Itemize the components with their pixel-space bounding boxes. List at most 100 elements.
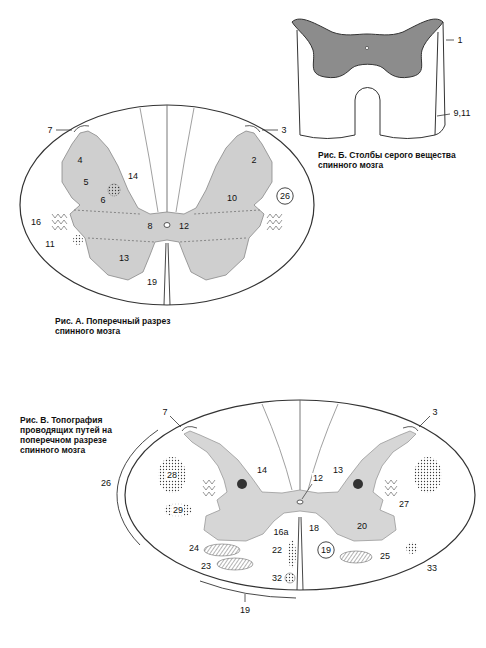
tract-hatch bbox=[340, 551, 372, 563]
leader-line bbox=[245, 594, 246, 602]
grey-matter-fill bbox=[300, 431, 416, 541]
dorsolateral-tract bbox=[245, 126, 260, 132]
callout-number: 25 bbox=[379, 551, 391, 561]
nucleus-dots bbox=[73, 235, 83, 245]
callout-number: 12 bbox=[178, 221, 190, 231]
tract-stipple bbox=[406, 542, 418, 554]
grey-matter-fill bbox=[167, 131, 272, 280]
thoracic-nucleus bbox=[108, 184, 120, 196]
leader-line bbox=[56, 130, 72, 131]
callout-number: 13 bbox=[332, 465, 344, 475]
grey-matter-edge bbox=[184, 431, 300, 541]
callout-number: 6 bbox=[99, 195, 106, 205]
leader-line bbox=[262, 130, 278, 131]
fasciculus-border bbox=[262, 404, 292, 490]
tract-hatch bbox=[204, 544, 240, 556]
callout-number: 9,11 bbox=[453, 108, 472, 118]
callout-number: 27 bbox=[398, 499, 410, 509]
cord-outline bbox=[125, 400, 475, 590]
callout-number: 8 bbox=[146, 221, 153, 231]
reticular-formation bbox=[385, 480, 397, 496]
callout-number: 2 bbox=[250, 155, 257, 165]
leader-line bbox=[419, 416, 430, 427]
callout-number: 13 bbox=[118, 253, 130, 263]
posterior-septum bbox=[300, 400, 301, 490]
nucleus-dot bbox=[237, 479, 247, 489]
tract-stipple bbox=[288, 540, 296, 568]
callout-number: 10 bbox=[226, 193, 238, 203]
leader-line bbox=[170, 416, 181, 427]
grey-matter-left bbox=[52, 126, 167, 280]
callout-number: 18 bbox=[308, 523, 320, 533]
lamina-boundary bbox=[88, 238, 155, 242]
fasciculus-border bbox=[308, 404, 338, 490]
grey-matter-right bbox=[167, 126, 282, 280]
block-back-edge bbox=[435, 22, 445, 135]
circled-number: 19 bbox=[317, 541, 335, 559]
dorsolateral-tract bbox=[403, 427, 418, 431]
callout-number: 12 bbox=[312, 473, 324, 483]
grey-matter-fill bbox=[184, 431, 300, 541]
dorsolateral-tract bbox=[182, 427, 197, 431]
grey-matter-fill bbox=[62, 131, 167, 280]
grey-matter-section bbox=[292, 19, 443, 78]
callout-number: 7 bbox=[46, 125, 53, 135]
callout-number: 19 bbox=[146, 277, 158, 287]
anterior-fissure bbox=[297, 517, 303, 590]
callout-number: 1 bbox=[456, 35, 463, 45]
bracket bbox=[200, 581, 296, 598]
figure-caption: Рис. В. Топография проводящих путей на п… bbox=[20, 415, 128, 455]
central-canal bbox=[365, 46, 368, 49]
callout-number: 29 bbox=[172, 505, 184, 515]
lamina-boundary bbox=[194, 210, 260, 214]
callout-number: 20 bbox=[356, 521, 368, 531]
posterior-septum bbox=[167, 105, 168, 212]
tract-stipple bbox=[285, 573, 295, 583]
circled-number-text: 19 bbox=[321, 545, 331, 555]
dorsolateral-tract bbox=[74, 126, 89, 132]
callout-number: 26 bbox=[100, 478, 112, 488]
reticular-formation bbox=[52, 214, 67, 230]
callout-number: 7 bbox=[161, 407, 168, 417]
callout-number: 16 bbox=[30, 217, 42, 227]
reticular-formation bbox=[203, 480, 215, 496]
tract-stipple bbox=[158, 457, 186, 493]
callout-number: 14 bbox=[127, 171, 139, 181]
circled-number-text: 26 bbox=[280, 191, 290, 201]
figure-caption: Рис. Б. Столбы серого вещества спинного … bbox=[318, 150, 478, 170]
leader-line bbox=[446, 40, 454, 41]
circle-outline-shape bbox=[277, 188, 293, 204]
callout-number: 11 bbox=[44, 239, 55, 249]
leader-line bbox=[302, 484, 312, 499]
grey-matter-left bbox=[158, 427, 300, 541]
callout-number: 22 bbox=[271, 545, 283, 555]
fasciculus-border bbox=[176, 108, 194, 212]
figure-caption: Рис. А. Поперечный разрез спинного мозга bbox=[55, 316, 195, 336]
nucleus-dot bbox=[353, 479, 363, 489]
callout-number: 24 bbox=[188, 543, 200, 553]
callout-number: 3 bbox=[280, 125, 287, 135]
callout-number: 14 bbox=[256, 465, 268, 475]
central-canal bbox=[164, 223, 170, 228]
grey-matter-edge bbox=[167, 131, 272, 280]
callout-number: 33 bbox=[426, 563, 438, 573]
tract-stipple bbox=[414, 457, 442, 493]
leader-line bbox=[437, 114, 450, 116]
callout-number: 32 bbox=[271, 573, 283, 583]
tract-stipple bbox=[164, 503, 192, 517]
callout-number: 16а bbox=[272, 527, 289, 537]
callout-number: 23 bbox=[200, 561, 212, 571]
callout-number: 19 bbox=[239, 605, 251, 615]
bracket bbox=[117, 430, 158, 545]
callout-number: 4 bbox=[76, 155, 83, 165]
lamina-boundary bbox=[179, 238, 246, 242]
reticular-formation bbox=[267, 214, 282, 230]
callout-number: 3 bbox=[431, 407, 438, 417]
callout-number: 28 bbox=[166, 470, 178, 480]
grey-matter-edge bbox=[62, 131, 167, 280]
grey-matter-right bbox=[300, 427, 442, 541]
cord-outline bbox=[20, 105, 314, 305]
circled-number: 26 bbox=[276, 187, 294, 205]
grey-matter-edge bbox=[300, 431, 416, 541]
central-canal bbox=[297, 500, 303, 504]
